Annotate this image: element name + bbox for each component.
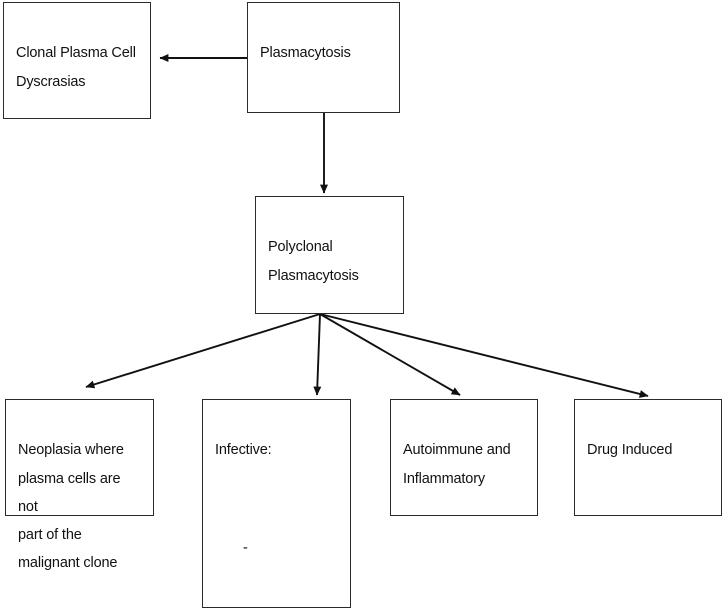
node-autoimmune-label: Autoimmune and Inflammatory: [403, 442, 511, 487]
list-dash: -: [243, 540, 248, 557]
node-polyclonal-plasmacytosis[interactable]: Polyclonal Plasmacytosis: [255, 196, 404, 314]
infective-item-list: - Bacterial - Viral - Fungal - Parasitic: [215, 499, 338, 613]
node-plasmacytosis[interactable]: Plasmacytosis: [247, 2, 400, 113]
list-item: - Bacterial: [215, 527, 338, 613]
node-neoplasia-label: Neoplasia where plasma cells are not par…: [18, 442, 124, 572]
node-autoimmune-inflammatory[interactable]: Autoimmune and Inflammatory: [390, 399, 538, 516]
edge-polyclonal-to-neoplasia: [85, 313, 321, 389]
node-clonal-plasma-cell-dyscrasias[interactable]: Clonal Plasma Cell Dyscrasias: [3, 2, 151, 119]
node-polyclonal-label: Polyclonal Plasmacytosis: [268, 239, 359, 284]
node-drug-induced[interactable]: Drug Induced: [574, 399, 722, 516]
node-infective[interactable]: Infective: - Bacterial - Viral - Fungal …: [202, 399, 351, 608]
node-plasmacytosis-label: Plasmacytosis: [260, 45, 351, 62]
node-drug-label: Drug Induced: [587, 442, 673, 459]
node-neoplasia[interactable]: Neoplasia where plasma cells are not par…: [5, 399, 154, 571]
edge-polyclonal-to-infective: [313, 313, 322, 396]
edge-polyclonal-to-autoimmune: [319, 313, 461, 396]
edge-polyclonal-to-drug: [319, 313, 649, 398]
node-infective-label: Infective:: [215, 442, 272, 459]
node-clonal-label: Clonal Plasma Cell Dyscrasias: [16, 45, 136, 90]
